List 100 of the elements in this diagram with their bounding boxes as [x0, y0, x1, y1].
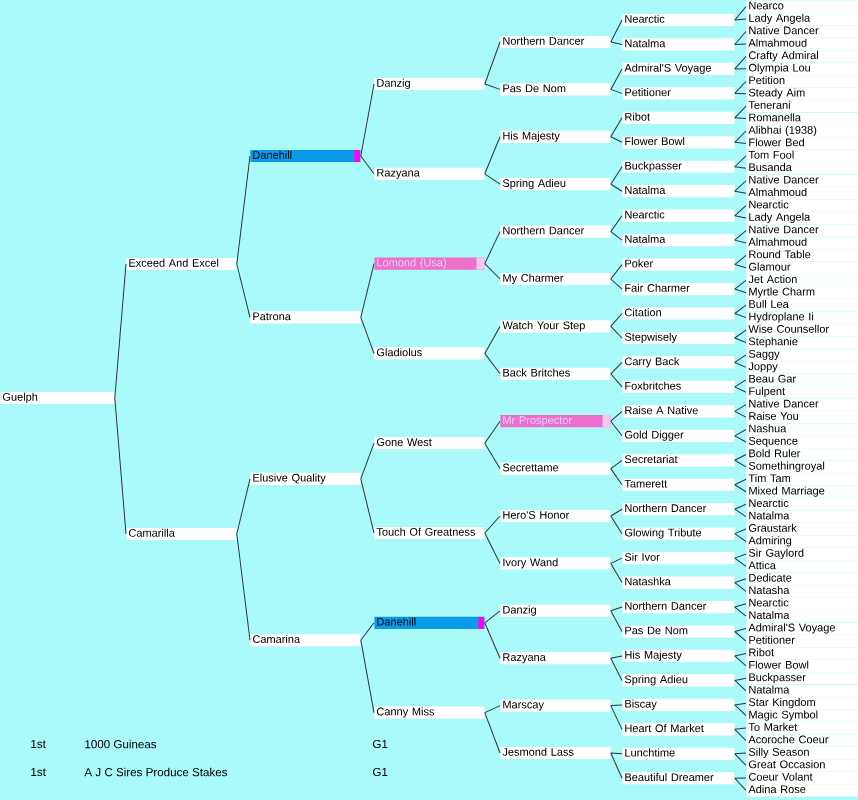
pedigree-line [734, 582, 747, 592]
pedigree-line [610, 606, 623, 612]
pedigree-line [484, 173, 501, 185]
pedigree-line [610, 325, 623, 339]
pedigree-line [484, 263, 501, 280]
pedigree-line [734, 677, 747, 681]
pedigree-line [236, 533, 251, 641]
pedigree-line [734, 404, 747, 412]
pedigree-line [610, 704, 623, 707]
pedigree-line [610, 705, 623, 730]
pedigree-line [734, 230, 747, 241]
pedigree-line [734, 603, 747, 608]
pedigree-line [610, 215, 623, 233]
pedigree-line [734, 117, 747, 120]
pedigree-line [734, 264, 747, 269]
pedigree-line [610, 557, 623, 564]
pedigree-line [734, 254, 747, 266]
pedigree-line [610, 166, 623, 185]
pedigree-line [484, 515, 501, 534]
pedigree-line [484, 136, 501, 175]
pedigree-line [610, 752, 623, 755]
pedigree-line [610, 420, 623, 437]
pedigree-line [734, 6, 747, 21]
pedigree-line [734, 55, 747, 70]
pedigree-line [360, 442, 375, 480]
pedigree-line [610, 19, 623, 43]
pedigree-line [734, 728, 747, 742]
pedigree-line [484, 325, 501, 354]
pedigree-line [734, 288, 747, 294]
pedigree-line [610, 515, 623, 535]
pedigree-line [734, 43, 747, 45]
pedigree-line [734, 753, 747, 766]
pedigree-line [610, 117, 623, 138]
pedigree-line [360, 83, 375, 157]
pedigree-line [734, 557, 747, 567]
pedigree-line [484, 622, 501, 659]
pedigree-line [610, 468, 623, 486]
pedigree-line [734, 239, 747, 244]
pedigree-line [734, 653, 747, 657]
pedigree-line [734, 435, 747, 443]
pedigree-line [610, 361, 623, 375]
pedigree-line [610, 41, 623, 45]
pedigree-line [734, 484, 747, 493]
pedigree-line [610, 562, 623, 584]
pedigree-line [734, 337, 747, 343]
pedigree-line [734, 503, 747, 510]
pedigree-line [610, 231, 623, 241]
pedigree-line [734, 528, 747, 535]
pedigree-line [734, 410, 747, 418]
pedigree-line [360, 316, 375, 354]
pedigree-line [734, 92, 747, 95]
pedigree-line [734, 379, 747, 388]
pedigree-line [734, 533, 747, 542]
pedigree-line [734, 386, 747, 393]
pedigree-line [610, 264, 623, 280]
pedigree-line [734, 631, 747, 642]
pedigree-line [734, 478, 747, 486]
pedigree-line [734, 105, 747, 119]
pedigree-line [484, 231, 501, 265]
pedigree-line [734, 31, 747, 45]
pedigree-line [734, 553, 747, 559]
pedigree-line [610, 68, 623, 90]
pedigree-line [734, 180, 747, 192]
pedigree-line [734, 130, 747, 143]
pedigree-line [734, 279, 747, 290]
pedigree-line [734, 655, 747, 667]
pedigree-line [114, 263, 127, 399]
pedigree-line [236, 155, 251, 265]
pedigree-line [734, 155, 747, 168]
pedigree-line [734, 215, 747, 219]
pedigree-line [734, 702, 747, 706]
pedigree-line [734, 329, 747, 339]
pedigree-line [484, 712, 501, 754]
pedigree-line [734, 508, 747, 518]
pedigree-line [610, 373, 623, 388]
pedigree-line [734, 578, 747, 584]
pedigree-line [114, 397, 127, 535]
pedigree-line [484, 41, 501, 85]
pedigree-line [734, 313, 747, 319]
pedigree-line [236, 263, 251, 318]
pedigree-line [734, 606, 747, 617]
pedigree-line [610, 88, 623, 94]
pedigree-line [734, 354, 747, 363]
pedigree-line [610, 752, 623, 779]
pedigree-line [360, 639, 375, 714]
pedigree-line [734, 679, 747, 692]
pedigree-line [360, 622, 375, 641]
pedigree-line [734, 166, 747, 169]
pedigree-line [734, 190, 747, 194]
pedigree-line [734, 727, 747, 730]
pedigree-line [484, 352, 501, 375]
pedigree-line [484, 420, 501, 444]
pedigree-line [610, 410, 623, 422]
pedigree-line [610, 655, 623, 659]
pedigree-line [610, 657, 623, 681]
pedigree-line [734, 628, 747, 632]
pedigree-line [734, 752, 747, 755]
pedigree-line [610, 610, 623, 632]
pedigree-line [734, 205, 747, 217]
pedigree-line [734, 459, 747, 468]
